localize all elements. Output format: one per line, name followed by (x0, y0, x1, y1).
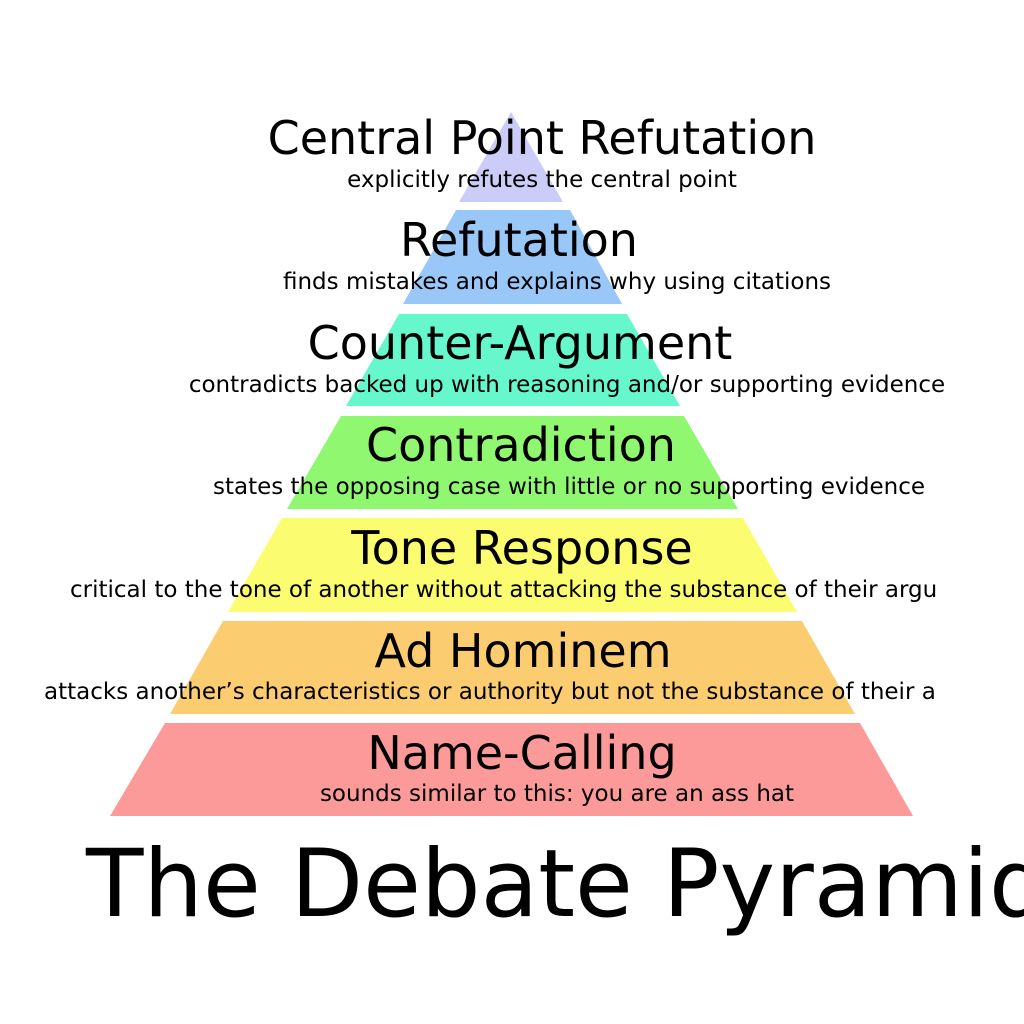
tier-description-counter-argument: contradicts backed up with reasoning and… (188, 372, 946, 398)
tier-description-tone-response: critical to the tone of another without … (70, 577, 938, 603)
tier-shape-central-point-refutation (459, 112, 563, 202)
tier-title-tone-response: Tone Response (351, 521, 693, 575)
tier-shape-name-calling (110, 723, 913, 816)
diagram-title: The Debate Pyramid (86, 830, 1024, 939)
tier-title-contradiction: Contradiction (366, 418, 676, 472)
tier-description-ad-hominem: attacks another’s characteristics or aut… (44, 679, 936, 705)
tier-title-name-calling: Name-Calling (367, 726, 677, 780)
tier-shape-tone-response (228, 518, 797, 612)
tier-title-counter-argument: Counter-Argument (307, 316, 733, 370)
tier-title-central-point-refutation: Central Point Refutation (267, 111, 817, 165)
tier-description-name-calling: sounds similar to this: you are an ass h… (319, 781, 795, 807)
tier-title-refutation: Refutation (400, 213, 638, 267)
tier-title-ad-hominem: Ad Hominem (374, 624, 672, 678)
tier-description-central-point-refutation: explicitly refutes the central point (347, 167, 737, 193)
tier-shape-refutation (403, 210, 622, 304)
tier-shape-counter-argument (346, 314, 680, 406)
tier-shape-contradiction (287, 416, 738, 509)
tier-shape-ad-hominem (170, 621, 855, 714)
tier-description-refutation: finds mistakes and explains why using ci… (282, 269, 831, 295)
tier-description-contradiction: states the opposing case with little or … (212, 474, 926, 500)
